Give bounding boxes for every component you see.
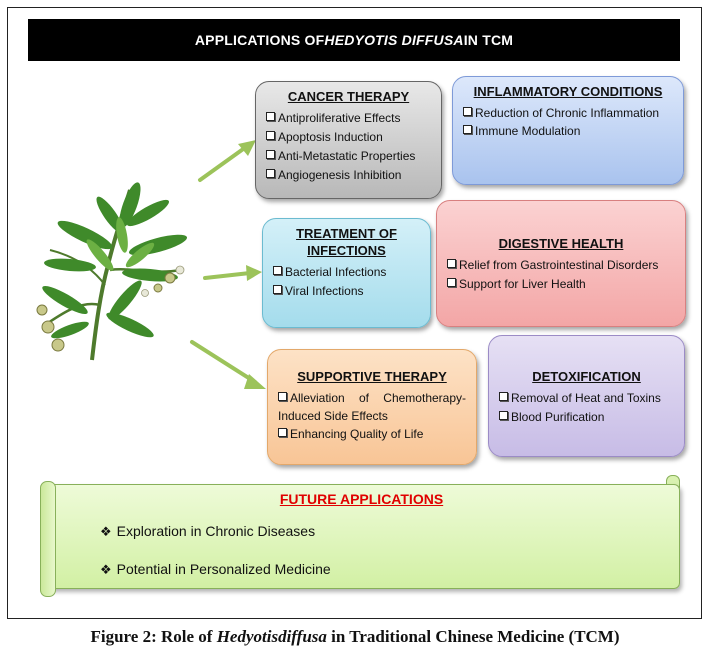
digestive-health-box: DIGESTIVE HEALTH Relief from Gastrointes… <box>436 200 686 327</box>
checkbox-icon <box>266 112 275 121</box>
future-applications-title: FUTURE APPLICATIONS <box>279 491 444 507</box>
plant-illustration <box>36 182 188 361</box>
title-suffix: IN TCM <box>463 32 514 48</box>
list-item: Support for Liver Health <box>447 275 675 294</box>
checkbox-icon <box>266 131 275 140</box>
diamond-icon: ❖ <box>100 562 112 577</box>
checkbox-icon <box>278 428 287 437</box>
detoxification-title: DETOXIFICATION <box>532 369 641 384</box>
list-item: ❖Exploration in Chronic Diseases <box>100 523 316 539</box>
list-item: Removal of Heat and Toxins <box>499 389 674 408</box>
list-item: Reduction of Chronic Inflammation <box>463 104 673 122</box>
future-applications-scroll: FUTURE APPLICATIONS ❖Exploration in Chro… <box>43 484 680 589</box>
supportive-therapy-box: SUPPORTIVE THERAPY Alleviation of Chemot… <box>267 349 477 465</box>
list-item: Immune Modulation <box>463 122 673 141</box>
checkbox-icon <box>463 107 472 116</box>
title-prefix: APPLICATIONS OF <box>194 32 325 48</box>
cancer-therapy-box: CANCER THERAPY Antiproliferative Effects… <box>255 81 442 199</box>
checkbox-icon <box>266 169 275 178</box>
list-item: Relief from Gastrointestinal Disorders <box>447 256 675 275</box>
figure-caption: Figure 2: Role of Hedyotisdiffusa in Tra… <box>90 627 620 646</box>
list-item: Enhancing Quality of Life <box>278 425 466 444</box>
checkbox-icon <box>273 266 282 275</box>
list-item: Blood Purification <box>499 408 674 427</box>
treatment-of-infections-box: TREATMENT OF INFECTIONS Bacterial Infect… <box>262 218 431 328</box>
list-item: Alleviation of Chemotherapy-Induced Side… <box>278 391 466 423</box>
list-item: Bacterial Infections <box>273 263 420 282</box>
checkbox-icon <box>266 150 275 159</box>
list-item: ❖Potential in Personalized Medicine <box>100 561 331 577</box>
inflammatory-conditions-title: INFLAMMATORY CONDITIONS <box>473 84 663 99</box>
list-item: Angiogenesis Inhibition <box>266 166 431 185</box>
treatment-of-infections-title: TREATMENT OF INFECTIONS <box>296 226 397 258</box>
checkbox-icon <box>499 411 508 420</box>
inflammatory-conditions-box: INFLAMMATORY CONDITIONS Reduction of Chr… <box>452 76 684 185</box>
digestive-health-title: DIGESTIVE HEALTH <box>498 236 624 251</box>
title-species: HEDYOTIS DIFFUSA <box>324 32 464 48</box>
checkbox-icon <box>463 125 472 134</box>
supportive-therapy-title: SUPPORTIVE THERAPY <box>297 369 447 384</box>
page-title: APPLICATIONS OF HEDYOTIS DIFFUSA IN TCM <box>28 19 680 61</box>
cancer-therapy-title: CANCER THERAPY <box>287 89 410 104</box>
checkbox-icon <box>447 278 456 287</box>
checkbox-icon <box>273 285 282 294</box>
checkbox-icon <box>499 392 508 401</box>
scroll-curl-left <box>40 481 56 597</box>
detoxification-box: DETOXIFICATION Removal of Heat and Toxin… <box>488 335 685 457</box>
checkbox-icon <box>447 259 456 268</box>
list-item: Apoptosis Induction <box>266 128 431 147</box>
list-item: Antiproliferative Effects <box>266 109 431 128</box>
list-item: Viral Infections <box>273 282 420 301</box>
checkbox-icon <box>278 392 287 401</box>
list-item: Anti-Metastatic Properties <box>266 147 431 166</box>
diamond-icon: ❖ <box>100 524 112 539</box>
